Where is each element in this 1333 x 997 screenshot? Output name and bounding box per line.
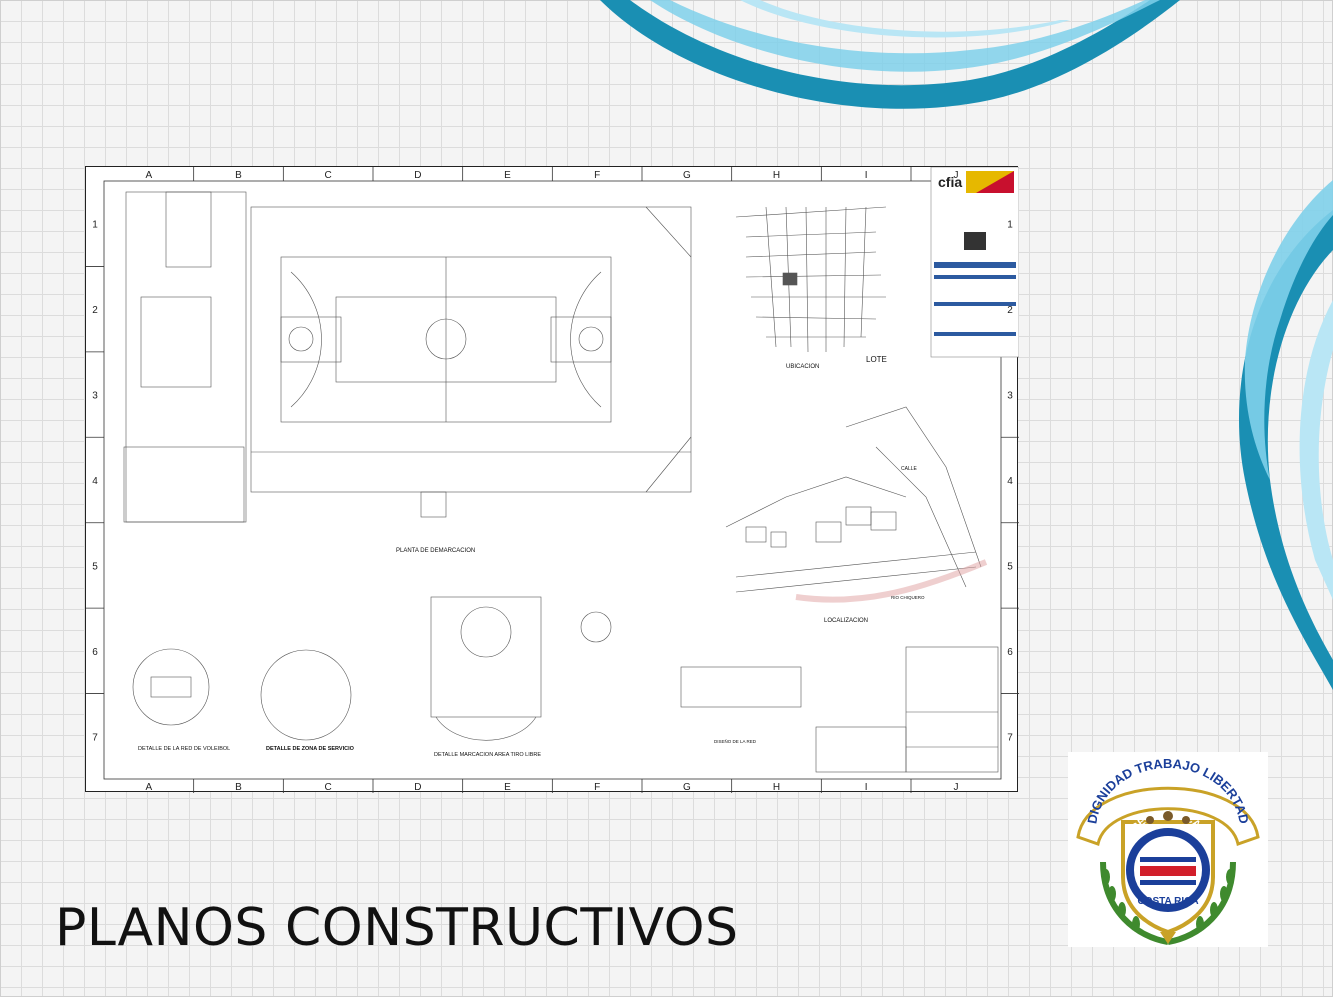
grid-column-label: A — [145, 782, 152, 793]
grid-column-label: A — [145, 170, 152, 181]
grid-column-label: J — [954, 782, 959, 793]
crest-bottom-text: COSTA RICA — [1137, 896, 1198, 907]
ubicacion-label: UBICACION — [786, 364, 819, 370]
grid-row-label: 6 — [1007, 647, 1013, 658]
grid-column-label: F — [594, 170, 600, 181]
grid-row-label: 3 — [92, 391, 98, 402]
cfia-logo-text: cfia — [938, 174, 962, 190]
right-swoosh-decoration — [1238, 180, 1333, 690]
grid-column-label: H — [773, 782, 780, 793]
slide-title: PLANOS CONSTRUCTIVOS — [55, 898, 739, 958]
grid-column-label: D — [414, 782, 421, 793]
grid-row-label: 4 — [92, 476, 98, 487]
grid-row-label: 6 — [92, 647, 98, 658]
grid-column-label: I — [865, 782, 868, 793]
red-label: DISEÑO DE LA RED — [714, 738, 757, 744]
servicio-label: DETALLE DE ZONA DE SERVICIO — [266, 746, 355, 752]
grid-column-label: H — [773, 170, 780, 181]
grid-column-label: C — [325, 782, 332, 793]
grid-row-label: 5 — [92, 561, 98, 572]
cfia-title-block — [930, 167, 1019, 358]
voleibol-label: DETALLE DE LA RED DE VOLEIBOL — [138, 746, 230, 752]
grid-row-label: 2 — [92, 305, 98, 316]
grid-row-label: 1 — [92, 220, 98, 231]
grid-row-label: 4 — [1007, 476, 1013, 487]
costa-rica-flag-icon — [1140, 857, 1196, 885]
grid-column-label: E — [504, 782, 511, 793]
grid-row-label: 7 — [1007, 732, 1013, 743]
grid-row-label: 7 — [92, 732, 98, 743]
grid-row-label: 2 — [1007, 305, 1013, 316]
grid-column-label: G — [683, 782, 691, 793]
grid-column-label: C — [325, 170, 332, 181]
construction-drawing: cfia PLANTA DE DEMARCACION UBICACION LOT… — [85, 166, 1019, 793]
grid-column-label: E — [504, 170, 511, 181]
grid-column-label: B — [235, 782, 242, 793]
grid-column-label: G — [683, 170, 691, 181]
localizacion-label: LOCALIZACION — [824, 618, 868, 624]
top-swoosh-decoration — [600, 0, 1180, 109]
rio-label: RIO CHIQUERO — [891, 595, 925, 600]
calle-label: CALLE — [901, 466, 918, 472]
plan-label: PLANTA DE DEMARCACION — [396, 548, 475, 554]
grid-column-label: J — [954, 170, 959, 181]
lote-label: LOTE — [866, 355, 887, 364]
school-crest-logo: DIGNIDAD TRABAJO LIBERTAD LICEO DE ESCAZ… — [1068, 752, 1268, 947]
grid-column-label: I — [865, 170, 868, 181]
grid-row-label: 5 — [1007, 561, 1013, 572]
grid-row-label: 1 — [1007, 220, 1013, 231]
tiro-libre-label: DETALLE MARCACION AREA TIRO LIBRE — [434, 752, 541, 758]
grid-column-label: F — [594, 782, 600, 793]
grid-row-label: 3 — [1007, 391, 1013, 402]
grid-column-label: B — [235, 170, 242, 181]
grid-column-label: D — [414, 170, 421, 181]
